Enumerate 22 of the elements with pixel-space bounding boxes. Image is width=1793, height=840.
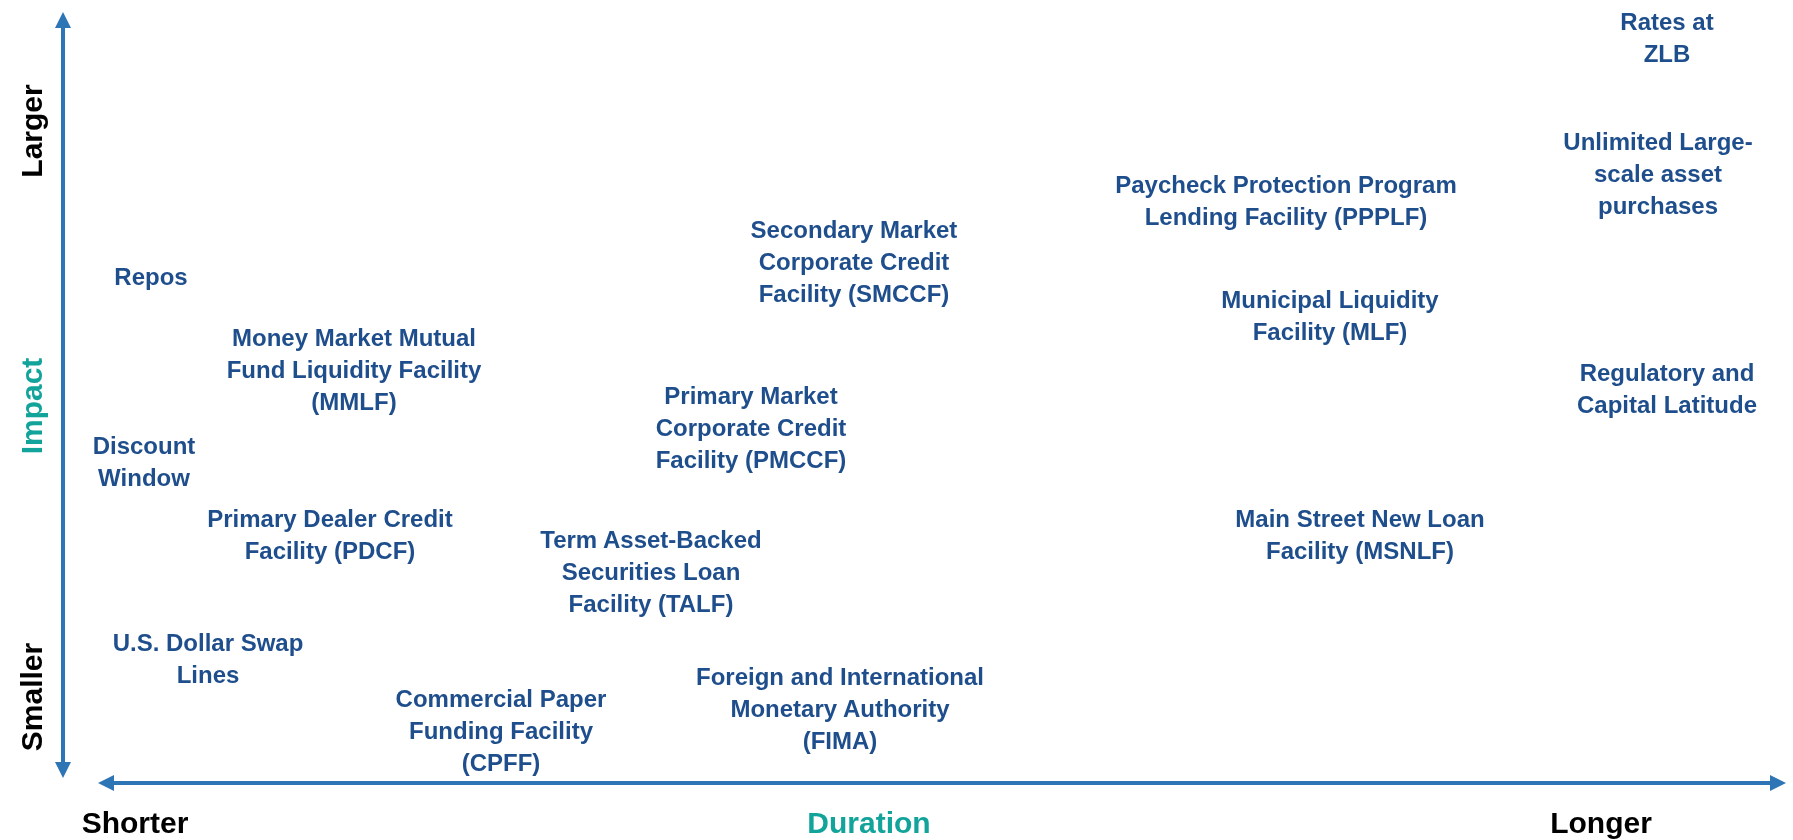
- axis-end-label: Larger: [14, 84, 49, 178]
- axis-end-label: Shorter: [81, 805, 189, 840]
- axis-end-label: Longer: [1550, 805, 1652, 840]
- facility-label: Term Asset-Backed Securities Loan Facility (TALF): [539, 525, 763, 619]
- facility-label: Money Market Mutual Fund Liquidity Facility (MMLF): [225, 323, 483, 417]
- facility-label: Regulatory and Capital Latitude: [1576, 358, 1758, 420]
- facility-label: Foreign and International Monetary Authority (FIMA): [695, 662, 985, 756]
- facility-label: Primary Market Corporate Credit Facility (PMCCF): [654, 381, 848, 475]
- facility-label: Main Street New Loan Facility (MSNLF): [1234, 504, 1486, 566]
- facility-label: Primary Dealer Credit Facility (PDCF): [206, 504, 454, 566]
- axis-title: Duration: [807, 805, 931, 840]
- axis-title: Impact: [14, 357, 49, 455]
- facility-label: Paycheck Protection Program Lending Facility (PPPLF): [1114, 170, 1458, 232]
- facility-label: Secondary Market Corporate Credit Facility (SMCCF): [749, 215, 959, 309]
- facility-label: Unlimited Large-scale asset purchases: [1562, 127, 1754, 221]
- facility-label: Municipal Liquidity Facility (MLF): [1220, 285, 1440, 347]
- facility-label: Repos: [113, 262, 189, 292]
- facility-label: U.S. Dollar Swap Lines: [111, 628, 305, 690]
- axis-end-label: Smaller: [14, 642, 49, 752]
- facility-label: Discount Window: [91, 431, 197, 493]
- facility-label: Commercial Paper Funding Facility (CPFF): [394, 684, 608, 778]
- facility-label: Rates at ZLB: [1619, 7, 1715, 69]
